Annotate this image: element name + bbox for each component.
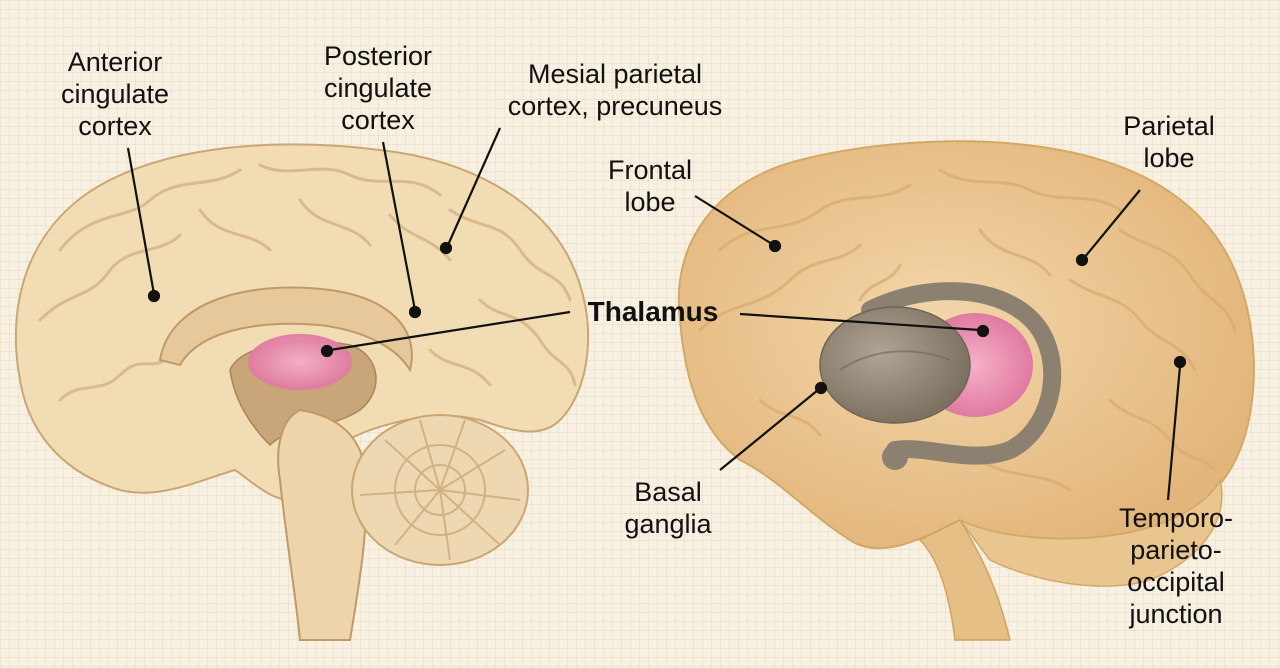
caudate-tail [861, 282, 1062, 465]
medial-thalamus [248, 334, 352, 390]
basal-ganglia-body [819, 306, 971, 424]
label-mesial-parietal-cortex: Mesial parietal cortex, precuneus [507, 59, 723, 121]
brainstem [277, 408, 368, 641]
label-frontal-lobe: Frontal lobe [607, 155, 693, 217]
corpus-callosum [158, 286, 413, 373]
label-thalamus: Thalamus [587, 296, 719, 327]
medial-brain-view [14, 143, 590, 641]
label-basal-ganglia: Basal ganglia [624, 477, 712, 539]
leader-lines [126, 127, 1187, 501]
label-anterior-cingulate-cortex: Anterior cingulate cortex [60, 47, 170, 141]
label-posterior-cingulate-cortex: Posterior cingulate cortex [323, 41, 433, 135]
lateral-brain-view [677, 140, 1255, 641]
label-parietal-lobe: Parietal lobe [1123, 111, 1215, 173]
label-temporo-parieto-occipital-junction: Temporo- parieto- occipital junction [1118, 503, 1234, 629]
